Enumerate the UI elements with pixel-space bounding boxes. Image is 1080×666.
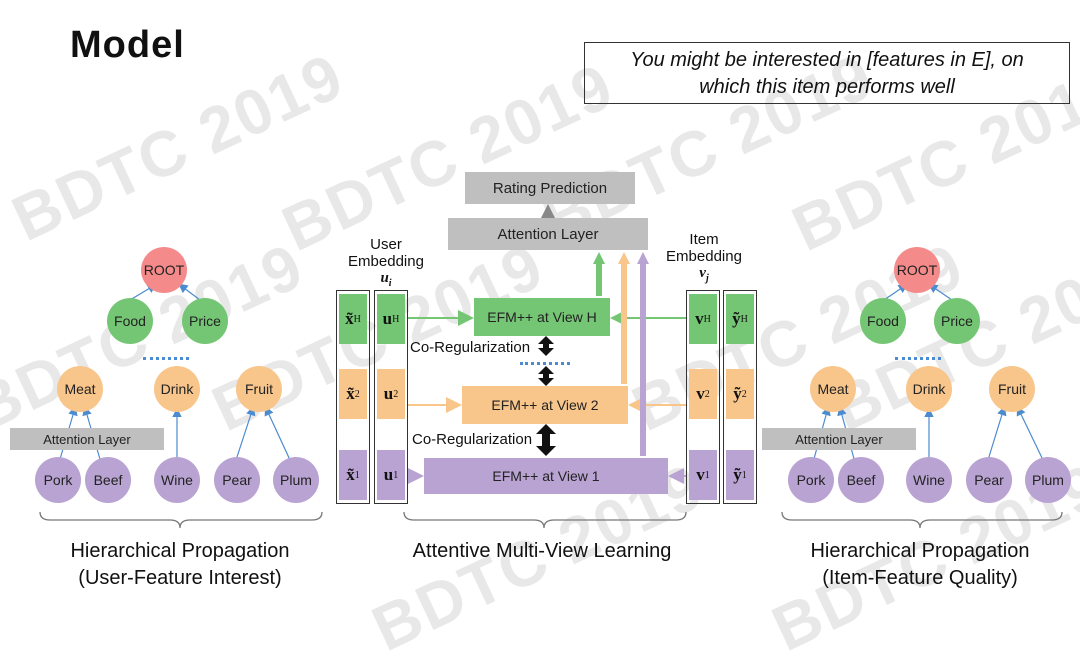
fruit-node: Fruit [989, 366, 1035, 412]
fruit-node: Fruit [236, 366, 282, 412]
attention-layer-left: Attention Layer [10, 428, 164, 450]
x-1-cell: x̃1 [339, 450, 367, 500]
item-embedding-label: Item Embedding vj [658, 231, 750, 287]
attention-layer-center: Attention Layer [448, 218, 648, 250]
ellipsis-dots [520, 362, 570, 365]
meat-node: Meat [57, 366, 103, 412]
symbol-text: v [699, 265, 706, 281]
label-line: Embedding [348, 253, 424, 270]
food-node: Food [107, 298, 153, 344]
symbol-subscript: j [705, 273, 709, 284]
rating-prediction-box: Rating Prediction [465, 172, 635, 204]
meat-node: Meat [810, 366, 856, 412]
attention-layer-right: Attention Layer [762, 428, 916, 450]
plum-node: Plum [273, 457, 319, 503]
price-node: Price [934, 298, 980, 344]
symbol-subscript: i [388, 278, 392, 289]
drink-node: Drink [154, 366, 200, 412]
label-line: User [370, 236, 402, 253]
user-embedding-label: User Embedding ui [340, 236, 432, 292]
pear-node: Pear [214, 457, 260, 503]
pork-node: Pork [35, 457, 81, 503]
left-caption: Hierarchical Propagation (User-Feature I… [30, 538, 330, 592]
pork-node: Pork [788, 457, 834, 503]
user-x-column: x̃H x̃2 x̃1 [336, 290, 370, 504]
caption-line: Hierarchical Propagation [70, 540, 290, 562]
label-line: Item [689, 231, 719, 248]
ellipsis-dots [895, 357, 941, 360]
page-title: Model [70, 24, 185, 66]
user-symbol: ui [340, 270, 432, 292]
efm-view-1: EFM++ at View 1 [424, 458, 668, 494]
x-2-cell: x̃2 [339, 369, 367, 419]
item-symbol: vj [658, 265, 750, 287]
efm-view-h: EFM++ at View H [474, 298, 610, 336]
callout-line: which this item performs well [699, 76, 955, 98]
caption-line: (User-Feature Interest) [78, 567, 282, 589]
efm-view-2: EFM++ at View 2 [462, 386, 628, 424]
drink-node: Drink [906, 366, 952, 412]
x-h-cell: x̃H [339, 294, 367, 344]
explanation-callout: You might be interested in [features in … [584, 42, 1070, 104]
ellipsis-dots [143, 357, 189, 360]
right-caption: Hierarchical Propagation (Item-Feature Q… [770, 538, 1070, 592]
label-line: Embedding [666, 248, 742, 265]
coreg-label-1: Co-Regularization [410, 339, 531, 356]
beef-node: Beef [838, 457, 884, 503]
center-caption: Attentive Multi-View Learning [412, 540, 672, 562]
wine-node: Wine [906, 457, 952, 503]
plum-node: Plum [1025, 457, 1071, 503]
wine-node: Wine [154, 457, 200, 503]
pear-node: Pear [966, 457, 1012, 503]
price-node: Price [182, 298, 228, 344]
caption-line: (Item-Feature Quality) [822, 567, 1018, 589]
symbol-text: u [380, 270, 389, 286]
food-node: Food [860, 298, 906, 344]
callout-line: You might be interested in [features in … [630, 49, 1024, 71]
root-node: ROOT [141, 247, 187, 293]
root-node: ROOT [894, 247, 940, 293]
caption-line: Hierarchical Propagation [810, 540, 1030, 562]
beef-node: Beef [85, 457, 131, 503]
coreg-label-2: Co-Regularization [412, 431, 533, 448]
